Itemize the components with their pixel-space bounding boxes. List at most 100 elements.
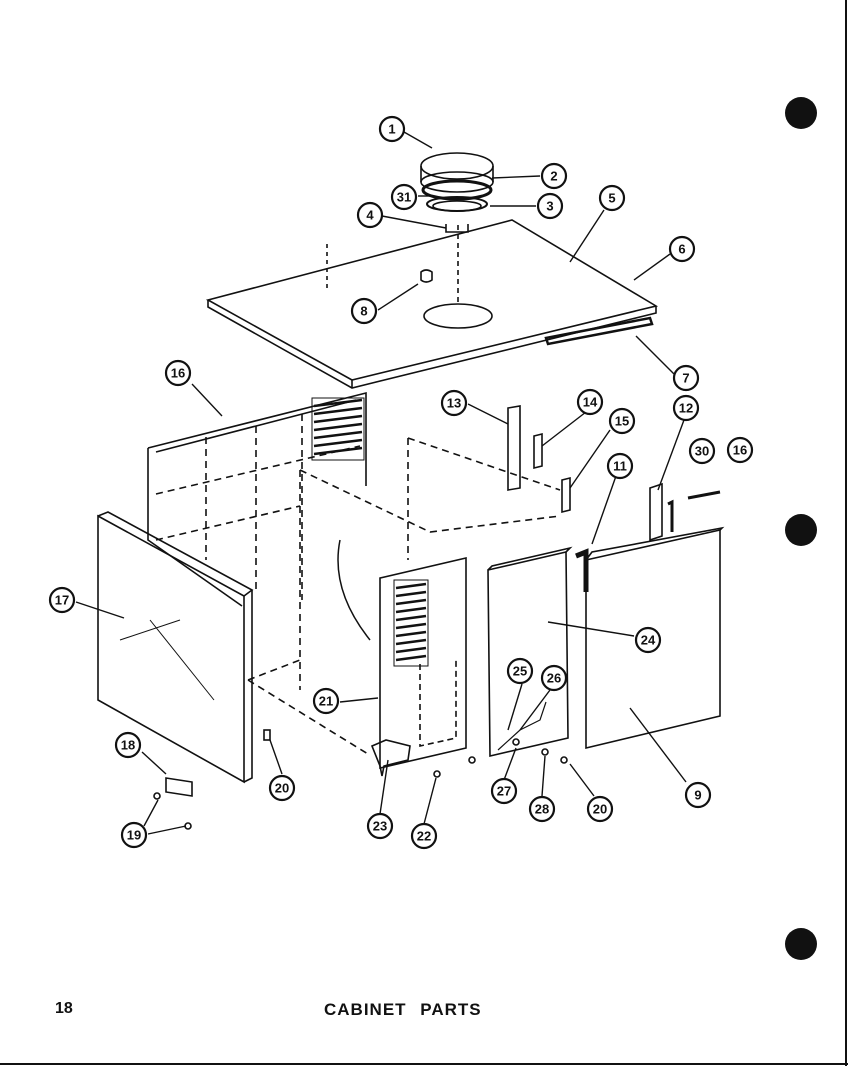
callout-label: 9 [694, 788, 701, 803]
callout-label: 16 [171, 366, 185, 381]
callout-label: 7 [682, 371, 689, 386]
callout-label: 8 [360, 304, 367, 319]
fan-motor-assembly [420, 152, 494, 212]
callout-label: 4 [366, 208, 374, 223]
callout-circle [378, 115, 406, 143]
callout-circle [114, 731, 142, 759]
top-panel [205, 219, 659, 389]
callout-label: 3 [546, 199, 553, 214]
front-right-panel [575, 526, 725, 750]
callout-c31: 31 [390, 183, 418, 211]
binder-hole-middle [785, 514, 817, 546]
callout-c12: 12 [672, 394, 700, 422]
callout-label: 13 [447, 396, 461, 411]
callout-circle [366, 812, 394, 840]
callout-c16a: 16 [164, 359, 192, 387]
callout-label: 20 [593, 802, 607, 817]
callout-circle [672, 364, 700, 392]
callout-circle [608, 407, 636, 435]
callout-circle [684, 781, 712, 809]
callout-label: 31 [397, 190, 411, 205]
callout-label: 23 [373, 819, 387, 834]
callout-c15: 15 [608, 407, 636, 435]
front-center-panel [487, 546, 573, 758]
callout-label: 20 [275, 781, 289, 796]
callout-c20a: 20 [268, 774, 296, 802]
callout-c17: 17 [48, 586, 76, 614]
callout-circle [120, 821, 148, 849]
callout-label: 11 [613, 459, 627, 474]
binder-hole-bottom [785, 928, 817, 960]
callout-circle [440, 389, 468, 417]
callout-c16b: 16 [726, 436, 754, 464]
callout-circle [672, 394, 700, 422]
callout-c11: 11 [606, 452, 634, 480]
callout-circle [268, 774, 296, 802]
callout-circle [726, 436, 754, 464]
callout-c8: 8 [350, 297, 378, 325]
callout-label: 1 [388, 122, 395, 137]
callout-label: 17 [55, 593, 69, 608]
callout-circle [490, 777, 518, 805]
callout-label: 6 [678, 242, 685, 257]
leader-lines [75, 131, 687, 835]
callout-c22: 22 [410, 822, 438, 850]
callout-c1: 1 [378, 115, 406, 143]
callout-circle [688, 437, 716, 465]
callout-c20b: 20 [586, 795, 614, 823]
callout-label: 14 [583, 395, 598, 410]
callout-label: 2 [550, 169, 557, 184]
callout-circle [586, 795, 614, 823]
page-number: 18 [55, 1000, 73, 1017]
callout-label: 15 [615, 414, 629, 429]
callout-circle [536, 192, 564, 220]
callout-c19: 19 [120, 821, 148, 849]
callout-circle [606, 452, 634, 480]
callout-label: 21 [319, 694, 333, 709]
callout-circle [634, 626, 662, 654]
callout-label: 28 [535, 802, 549, 817]
callout-circle [164, 359, 192, 387]
page-title: CABINET PARTS [324, 1000, 482, 1019]
callout-c9: 9 [684, 781, 712, 809]
callout-circle [312, 687, 340, 715]
callout-circle [48, 586, 76, 614]
callout-c23: 23 [366, 812, 394, 840]
binder-hole-top [785, 97, 817, 129]
callout-c14: 14 [576, 388, 604, 416]
callout-label: 27 [497, 784, 511, 799]
callout-c4: 4 [356, 201, 384, 229]
vertical-brackets [507, 405, 721, 542]
callout-label: 16 [733, 443, 747, 458]
callout-circle [350, 297, 378, 325]
callout-circle [506, 657, 534, 685]
back-panel [147, 391, 367, 607]
callout-c28: 28 [528, 795, 556, 823]
callout-c18: 18 [114, 731, 142, 759]
callout-c26: 26 [540, 664, 568, 692]
callout-circle [576, 388, 604, 416]
callout-c21: 21 [312, 687, 340, 715]
callout-label: 24 [641, 633, 656, 648]
callout-circle [540, 664, 568, 692]
callout-label: 19 [127, 828, 141, 843]
callout-c3: 3 [536, 192, 564, 220]
callout-circle [356, 201, 384, 229]
callout-circle [390, 183, 418, 211]
callout-c6: 6 [668, 235, 696, 263]
callout-label: 30 [695, 444, 709, 459]
callout-label: 12 [679, 401, 693, 416]
callout-c7: 7 [672, 364, 700, 392]
callout-label: 18 [121, 738, 135, 753]
callout-label: 25 [513, 664, 527, 679]
callout-c13: 13 [440, 389, 468, 417]
center-partition [247, 437, 561, 755]
callout-c25: 25 [506, 657, 534, 685]
callout-label: 22 [417, 829, 431, 844]
callout-c2: 2 [540, 162, 568, 190]
callout-c24: 24 [634, 626, 662, 654]
left-side-panel [97, 511, 254, 784]
condenser-panel [337, 539, 467, 777]
